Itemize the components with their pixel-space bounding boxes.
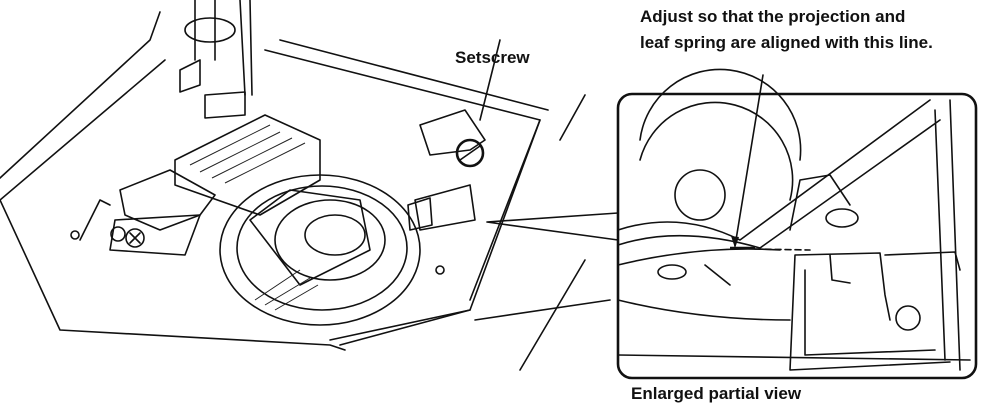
presser-foot xyxy=(174,0,321,216)
enlarged-view-caption: Enlarged partial view xyxy=(631,384,802,403)
callout-connector xyxy=(486,212,619,241)
setscrew-label: Setscrew xyxy=(455,48,530,67)
enlarged-view xyxy=(616,68,978,380)
alignment-line xyxy=(754,248,811,251)
machine-bed xyxy=(0,11,611,371)
left-plate xyxy=(79,169,216,256)
adjust-note-line2: leaf spring are aligned with this line. xyxy=(640,33,933,52)
alignment-leader xyxy=(734,74,764,247)
leader-arrowhead xyxy=(731,236,739,248)
setscrew-leader xyxy=(479,39,501,121)
setscrew-assembly xyxy=(407,39,501,231)
bobbin-case xyxy=(219,174,421,326)
adjust-note-line1: Adjust so that the projection and xyxy=(640,7,906,26)
